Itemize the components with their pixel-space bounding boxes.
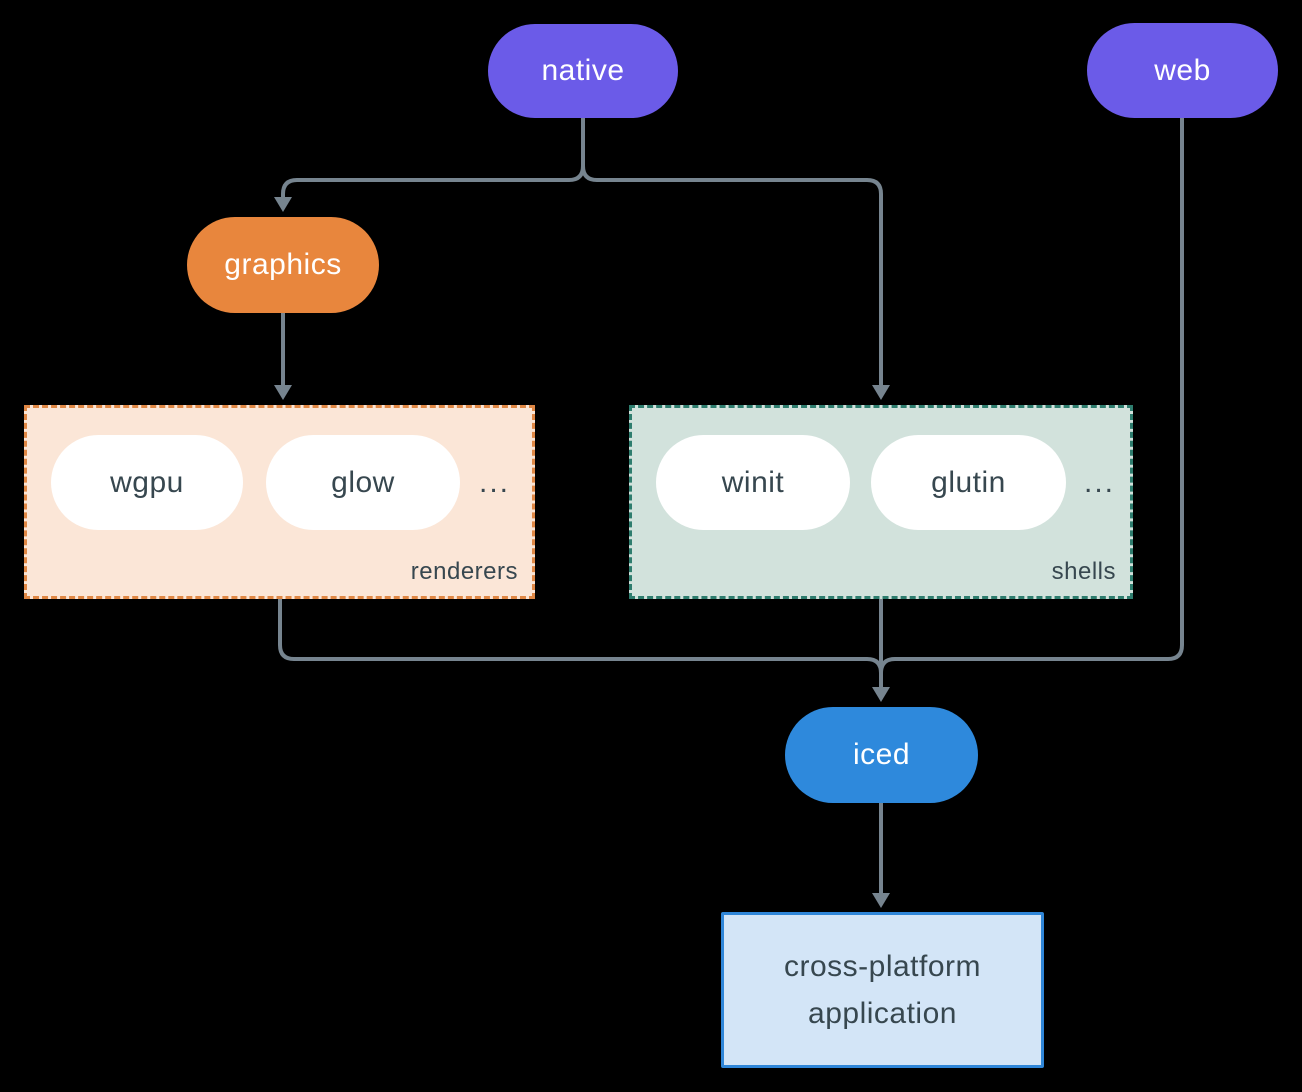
node-glutin-label: glutin (931, 465, 1006, 499)
node-winit: winit (656, 435, 850, 530)
arrowhead-application (872, 893, 890, 908)
connector-renderers-to-iced (278, 599, 883, 674)
group-renderers: wgpu glow ... renderers (24, 405, 535, 599)
connector-native-to-graphics (281, 118, 585, 197)
node-glutin: glutin (871, 435, 1066, 530)
node-glow-label: glow (331, 465, 395, 499)
group-shells: winit glutin ... shells (629, 405, 1133, 599)
application-label-line2: application (808, 997, 957, 1030)
node-graphics-label: graphics (224, 248, 342, 281)
node-native-label: native (541, 54, 625, 87)
arrowhead-graphics (274, 197, 292, 212)
node-graphics: graphics (187, 217, 379, 313)
node-cross-platform-application: cross-platform application (721, 912, 1044, 1068)
group-shells-label: shells (1051, 558, 1116, 585)
arrowhead-shells (872, 385, 890, 400)
node-native: native (488, 24, 678, 118)
arrowhead-renderers (274, 385, 292, 400)
shells-ellipsis: ... (1084, 465, 1116, 499)
node-iced-label: iced (852, 738, 911, 771)
connector-native-to-shells (581, 118, 883, 385)
application-label-line1: cross-platform (783, 950, 982, 983)
group-renderers-label: renderers (410, 558, 518, 585)
node-wgpu-label: wgpu (110, 465, 184, 499)
node-glow: glow (266, 435, 460, 530)
node-wgpu: wgpu (51, 435, 243, 530)
node-iced: iced (785, 707, 978, 803)
node-web: web (1087, 23, 1278, 118)
arrowhead-iced (872, 687, 890, 702)
renderers-ellipsis: ... (479, 465, 511, 499)
node-web-label: web (1154, 53, 1211, 87)
node-winit-label: winit (721, 465, 785, 499)
